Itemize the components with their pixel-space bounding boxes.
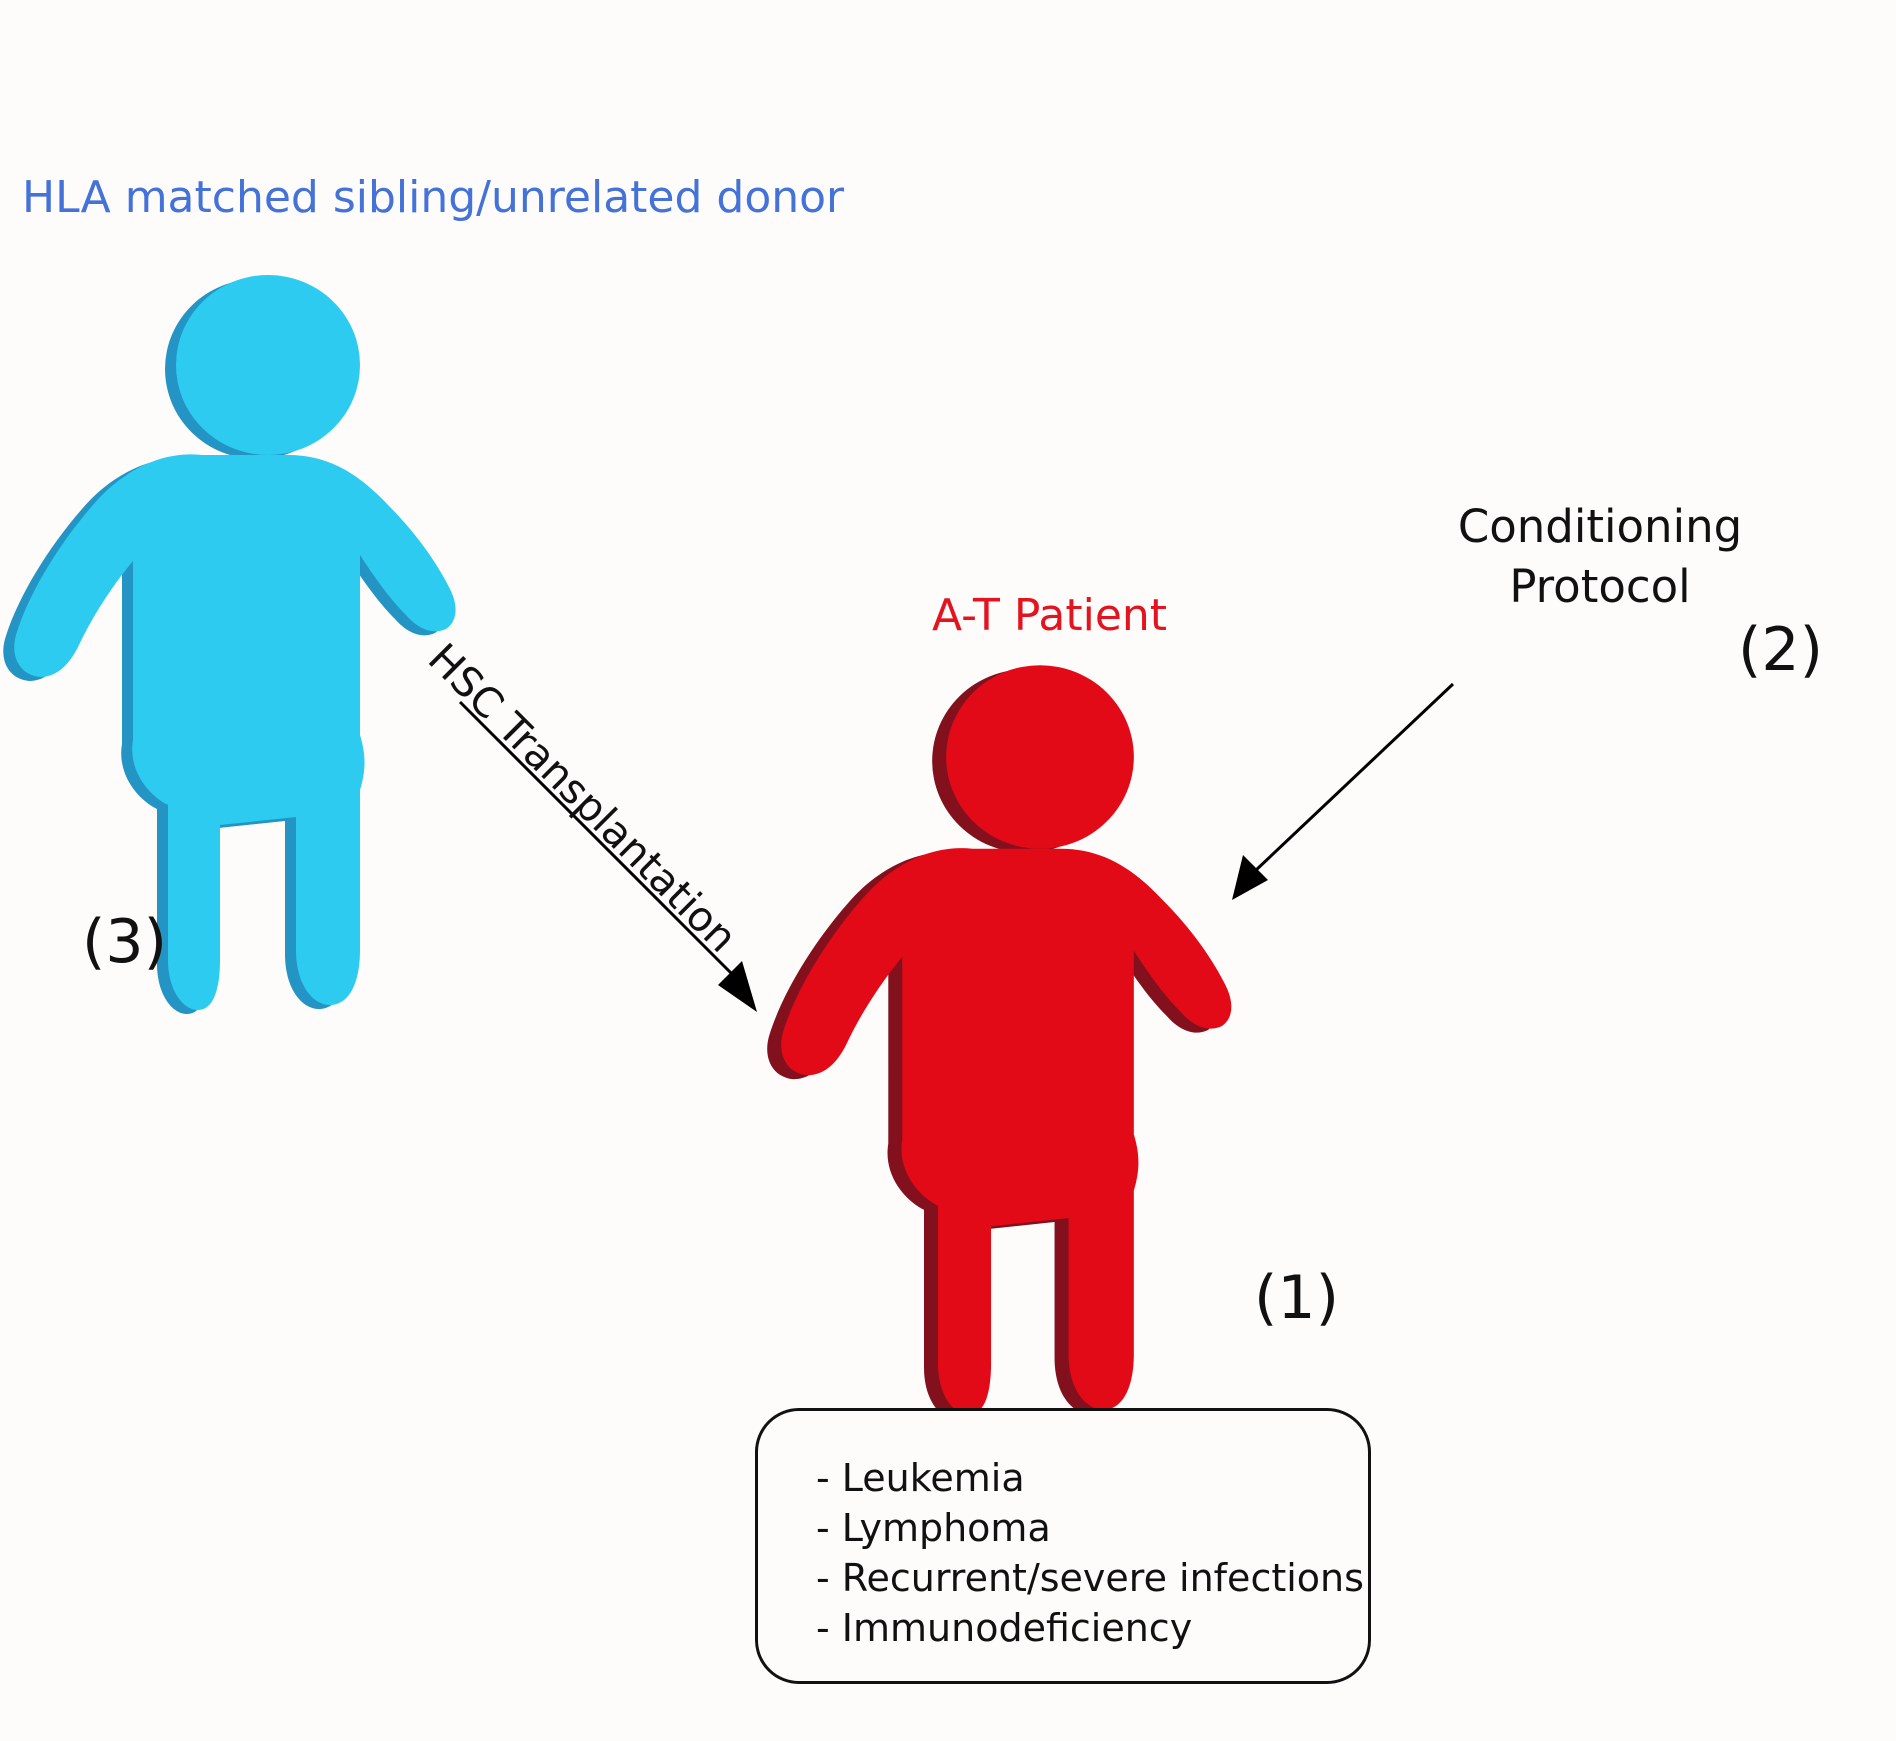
conditioning-line-1: Conditioning: [1457, 500, 1743, 553]
symptom-item: - Recurrent/severe infections: [816, 1556, 1364, 1600]
symptom-item: - Leukemia: [816, 1456, 1025, 1500]
symptom-item: - Immunodeficiency: [816, 1606, 1193, 1650]
symptom-box: - Leukemia - Lymphoma - Recurrent/severe…: [755, 1408, 1371, 1684]
donor-label: HLA matched sibling/unrelated donor: [22, 172, 845, 223]
conditioning-label: Conditioning Protocol: [1410, 497, 1790, 617]
hsc-transplant-arrow: [458, 700, 757, 1012]
donor-step-number: (3): [82, 907, 167, 977]
donor-figure-body: [14, 275, 456, 1010]
conditioning-step-number: (2): [1738, 615, 1823, 685]
patient-label: A-T Patient: [932, 590, 1168, 641]
patient-step-number: (1): [1254, 1263, 1339, 1333]
symptom-item: - Lymphoma: [816, 1506, 1051, 1550]
patient-figure: [767, 665, 1232, 1419]
patient-figure-body: [781, 665, 1232, 1415]
conditioning-line-2: Protocol: [1509, 560, 1691, 613]
donor-figure: [3, 275, 456, 1014]
conditioning-arrow: [1232, 682, 1455, 900]
symptom-list: - Leukemia - Lymphoma - Recurrent/severe…: [816, 1453, 1364, 1653]
